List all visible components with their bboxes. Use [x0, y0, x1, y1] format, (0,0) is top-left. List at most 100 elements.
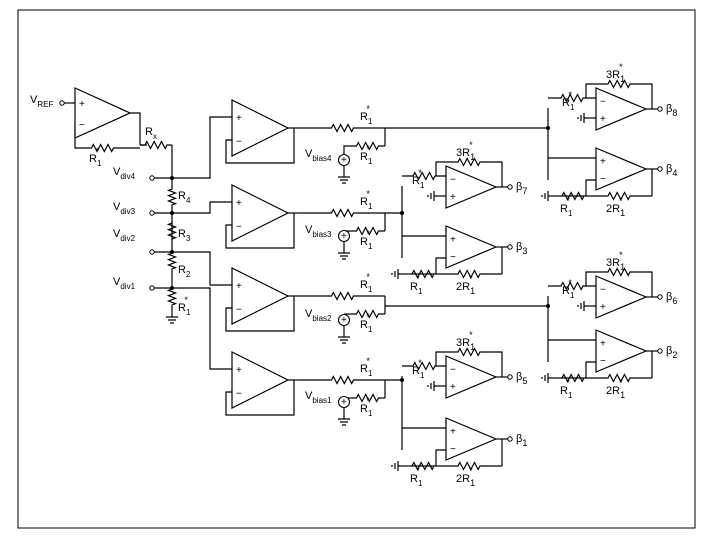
beta-output-5: β5	[516, 371, 527, 386]
vdiv-label: Vdiv1	[113, 276, 136, 291]
comparator-op-amp	[595, 87, 648, 131]
r1-label: R1*	[410, 274, 423, 296]
op-amp-input-sign: +	[236, 113, 242, 124]
wire	[225, 296, 295, 332]
comparator-op-amp	[595, 329, 648, 373]
resistor	[350, 141, 385, 151]
wire	[172, 287, 232, 370]
voltage-source	[337, 153, 351, 167]
ground	[338, 172, 350, 184]
r3-label: R3	[178, 228, 191, 243]
wire	[644, 83, 653, 109]
vdiv-label: Vdiv4	[113, 166, 136, 181]
r1-label: R1*	[360, 272, 373, 294]
stage-buffer-op-amp	[231, 99, 290, 157]
op-amp-input-sign: +	[236, 365, 242, 376]
r1-label: R1*	[560, 196, 573, 218]
reference-buffer-op-amp	[74, 87, 132, 139]
beta-output-3: β3	[516, 241, 527, 256]
resistor	[586, 191, 652, 201]
wires	[59, 83, 663, 467]
op-amp-input-sign: +	[236, 281, 242, 292]
voltage-source-sign: +	[341, 155, 347, 166]
resistor	[300, 375, 385, 385]
wire	[585, 271, 594, 286]
beta-output-8: β8	[666, 103, 677, 118]
comparator-op-amp	[445, 417, 498, 461]
voltage-source	[337, 313, 351, 327]
wire	[225, 128, 295, 164]
terminal	[149, 175, 155, 181]
op-amp-input-sign: +	[600, 339, 606, 350]
resistor	[166, 252, 178, 270]
r1-label: R1*	[360, 144, 373, 166]
r4-label: R4	[178, 190, 191, 205]
ground	[391, 461, 402, 471]
wire	[585, 361, 596, 378]
r1-label: R1*	[178, 295, 191, 317]
op-amp-input-sign: −	[450, 444, 456, 455]
terminal	[59, 100, 65, 106]
resistor	[300, 291, 385, 301]
resistor	[594, 267, 644, 277]
wire	[494, 351, 503, 377]
wire	[435, 449, 446, 466]
terminal	[149, 210, 155, 216]
two-r1-label: 2R1*	[456, 274, 475, 296]
r1-label: R1*	[360, 104, 373, 126]
wire	[343, 145, 350, 154]
beta-output-4: β4	[666, 163, 677, 178]
vdiv-label: Vdiv3	[113, 201, 136, 216]
beta-output-7: β7	[516, 181, 527, 196]
voltage-source-sign: +	[341, 397, 347, 408]
terminal	[657, 348, 663, 354]
r2-label: R2	[178, 264, 191, 279]
border	[17, 9, 696, 529]
components: +−+−++−++−++−+−++−−++−−++−−++−	[74, 79, 652, 471]
comparator-op-amp	[595, 147, 648, 191]
op-amp-input-sign: −	[600, 97, 606, 108]
resistor	[350, 309, 385, 319]
ground	[577, 301, 588, 311]
resistor	[166, 188, 178, 206]
comparator-op-amp	[595, 275, 648, 319]
resistor	[436, 269, 502, 279]
stage-buffer-op-amp	[231, 351, 290, 409]
wire	[172, 201, 232, 214]
stage-buffer-op-amp	[231, 184, 290, 242]
wire	[225, 380, 295, 416]
op-amp-input-sign: +	[600, 157, 606, 168]
ground	[166, 312, 178, 324]
wire	[172, 116, 232, 179]
resistor	[436, 461, 502, 471]
vbias-label: Vbias2	[305, 308, 332, 323]
op-amp-input-sign: −	[450, 365, 456, 376]
op-amp-input-sign: +	[450, 192, 456, 203]
op-amp-input-sign: +	[79, 99, 85, 110]
terminal	[507, 436, 513, 442]
op-amp-input-sign: −	[600, 285, 606, 296]
resistor	[300, 123, 385, 133]
labels: VREFRxR1*R4R3R2R1*Vdiv4Vdiv3Vdiv2Vdiv1R1…	[30, 62, 677, 488]
op-amp-input-sign: −	[450, 252, 456, 263]
resistor	[548, 281, 596, 291]
two-r1-label: 2R1*	[606, 378, 625, 400]
wire	[585, 83, 594, 98]
terminal	[507, 374, 513, 380]
resistor	[85, 143, 120, 153]
vbias-label: Vbias3	[305, 224, 332, 239]
r1-label: R1*	[360, 396, 373, 418]
ground	[541, 373, 552, 383]
wire	[435, 161, 444, 176]
op-amp-input-sign: −	[450, 175, 456, 186]
r1-label: R1*	[360, 356, 373, 378]
terminal	[149, 249, 155, 255]
wire	[225, 213, 295, 249]
stage-buffer-op-amp	[231, 267, 290, 325]
wire	[435, 257, 446, 274]
comparator-op-amp	[445, 165, 498, 209]
op-amp-input-sign: +	[236, 198, 242, 209]
voltage-source	[337, 229, 351, 243]
wire	[494, 161, 503, 187]
